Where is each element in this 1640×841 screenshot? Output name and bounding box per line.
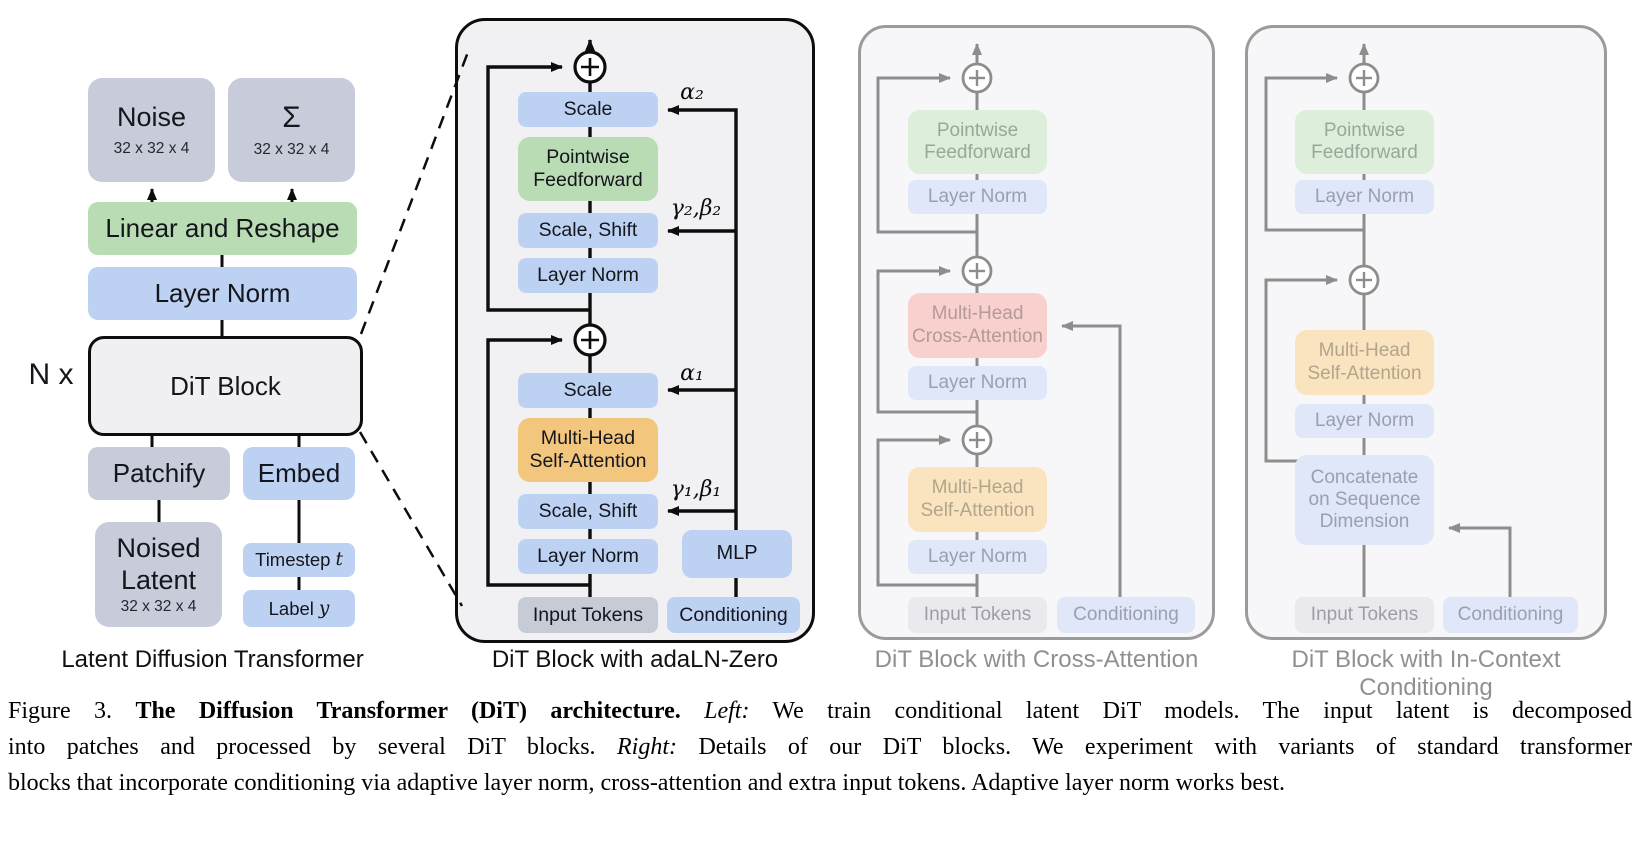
sigma-box: Σ 32 x 32 x 4 xyxy=(228,78,355,182)
incontext-panel-caption: DiT Block with In-Context Conditioning xyxy=(1291,646,1561,701)
scale-shift-top-box: Scale, Shift xyxy=(518,213,658,248)
alpha1-label: α₁ xyxy=(680,361,704,386)
adaln-skip-top xyxy=(486,62,590,312)
multi-head-self-attention-box-adaln: Multi-Head Self-Attention xyxy=(518,418,658,482)
incontext-lines xyxy=(1264,43,1512,597)
n-x-label: N x xyxy=(28,357,74,391)
conditioning-rail xyxy=(667,105,738,530)
plus-glyphs-cross xyxy=(969,70,985,448)
layer-norm-final-box: Layer Norm xyxy=(88,267,357,320)
adaln-panel-caption: DiT Block with adaLN-Zero xyxy=(491,646,779,673)
multi-head-self-attention-box-cross: Multi-Head Self-Attention xyxy=(908,467,1047,532)
noise-size: 32 x 32 x 4 xyxy=(113,139,190,157)
embed-box: Embed xyxy=(243,447,355,500)
incontext-skip-1 xyxy=(1264,73,1364,232)
linear-reshape-box: Linear and Reshape xyxy=(88,202,357,255)
scale-top-box: Scale xyxy=(518,92,658,127)
sigma-size: 32 x 32 x 4 xyxy=(253,141,330,159)
scale-bottom-box: Scale xyxy=(518,373,658,408)
pointwise-feedforward-box-cross: Pointwise Feedforward xyxy=(908,110,1047,174)
zoom-dash-top xyxy=(359,51,470,335)
input-tokens-box-adaln: Input Tokens xyxy=(518,597,658,633)
concatenate-box: Concatenate on Sequence Dimension xyxy=(1295,455,1434,545)
pointwise-feedforward-box-adaln: Pointwise Feedforward xyxy=(518,137,658,201)
caption-line-2: into patches and processed by several Di… xyxy=(8,734,1632,760)
multi-head-self-attention-box-incontext: Multi-Head Self-Attention xyxy=(1295,330,1434,395)
input-tokens-box-incontext: Input Tokens xyxy=(1295,597,1434,633)
layer-norm-mid-box-cross: Layer Norm xyxy=(908,366,1047,400)
plus-glyphs-adaln xyxy=(581,58,599,349)
cross-skip-2 xyxy=(876,266,977,414)
noised-latent-size: 32 x 32 x 4 xyxy=(120,597,197,615)
layer-norm-top-box-incontext: Layer Norm xyxy=(1295,180,1434,214)
alpha2-label: α₂ xyxy=(680,80,704,105)
caption-line-1: Figure 3. The Diffusion Transformer (DiT… xyxy=(8,698,1632,724)
cross-panel-caption: DiT Block with Cross-Attention xyxy=(874,646,1199,673)
incontext-conditioning-rail xyxy=(1448,523,1512,597)
input-tokens-box-cross: Input Tokens xyxy=(908,597,1047,633)
noised-latent-box: Noised Latent 32 x 32 x 4 xyxy=(95,522,222,627)
gamma-beta1-label: γ₁,β₁ xyxy=(670,477,722,502)
noise-box: Noise 32 x 32 x 4 xyxy=(88,78,215,182)
multi-head-cross-attention-box: Multi-Head Cross-Attention xyxy=(908,293,1047,358)
patchify-box: Patchify xyxy=(88,447,230,500)
layer-norm-bottom-box-cross: Layer Norm xyxy=(908,540,1047,574)
connector-layer xyxy=(147,39,1512,607)
conditioning-box-adaln: Conditioning xyxy=(667,597,800,633)
plus-glyphs-incontext xyxy=(1356,70,1372,288)
timestep-var: t xyxy=(335,549,343,571)
scale-shift-bottom-box: Scale, Shift xyxy=(518,494,658,529)
conditioning-box-cross: Conditioning xyxy=(1057,597,1195,633)
cross-conditioning-rail xyxy=(1061,321,1122,597)
adaln-skip-bottom xyxy=(486,335,590,587)
layer-norm-mid-box-incontext: Layer Norm xyxy=(1295,404,1434,438)
layer-norm-top-box-cross: Layer Norm xyxy=(908,180,1047,214)
mlp-box: MLP xyxy=(682,530,792,578)
left-panel-caption: Latent Diffusion Transformer xyxy=(61,646,364,673)
adaln-lines xyxy=(486,39,738,597)
pointwise-feedforward-box-incontext: Pointwise Feedforward xyxy=(1295,110,1434,174)
conditioning-box-incontext: Conditioning xyxy=(1443,597,1578,633)
figure-caption: Figure 3. The Diffusion Transformer (DiT… xyxy=(8,693,1632,801)
cross-skip-3 xyxy=(876,435,977,587)
caption-line-3: blocks that incorporate conditioning via… xyxy=(8,770,1285,796)
cross-skip-1 xyxy=(876,73,977,234)
layer-norm-top-box-adaln: Layer Norm xyxy=(518,258,658,293)
label-y-var: y xyxy=(318,597,330,619)
layer-norm-bottom-box-adaln: Layer Norm xyxy=(518,539,658,574)
dit-block-box: DiT Block xyxy=(88,336,363,436)
zoom-dash-bottom xyxy=(358,431,464,607)
left-panel-lines xyxy=(147,51,470,607)
gamma-beta2-label: γ₂,β₂ xyxy=(670,196,722,221)
